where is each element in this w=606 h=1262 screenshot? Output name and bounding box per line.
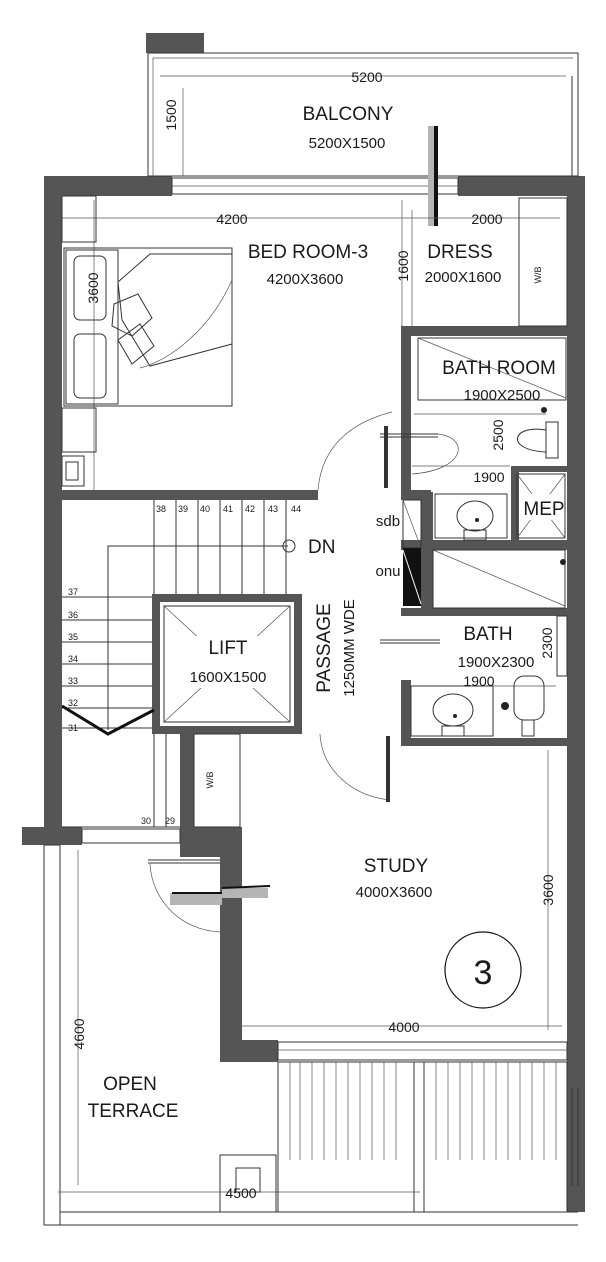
balcony <box>147 52 579 226</box>
bath-size: 1900X2300 <box>458 654 535 671</box>
terrace-name-line1: OPEN <box>103 1074 157 1095</box>
open-terrace <box>43 844 579 1226</box>
step-37: 37 <box>68 587 78 597</box>
study-width-dim: 4000 <box>388 1019 419 1035</box>
bath-height-dim: 2300 <box>539 627 555 658</box>
step-33: 33 <box>68 676 78 686</box>
step-42: 42 <box>245 504 255 514</box>
shafts <box>402 499 422 606</box>
dress-height-dim: 1600 <box>395 250 411 281</box>
step-41: 41 <box>223 504 233 514</box>
step-30: 30 <box>141 816 151 826</box>
terrace-height-dim: 4600 <box>71 1018 87 1049</box>
terrace-name-line2: TERRACE <box>88 1101 179 1122</box>
bathroom-name: BATH ROOM <box>442 358 556 379</box>
onu-label: onu <box>375 563 400 580</box>
step-38: 38 <box>156 504 166 514</box>
dress <box>402 197 568 327</box>
bathroom-height-dim: 2500 <box>490 419 506 450</box>
bedroom-name: BED ROOM-3 <box>248 242 368 263</box>
mep-and-wash <box>434 473 566 541</box>
study <box>242 733 568 1061</box>
step-40: 40 <box>200 504 210 514</box>
passage-name: PASSAGE <box>314 603 335 692</box>
terrace-width-dim: 4500 <box>225 1185 256 1201</box>
step-34: 34 <box>68 654 78 664</box>
wardrobe-label-1: W/B <box>533 267 543 284</box>
study-size: 4000X3600 <box>356 884 433 901</box>
dress-name: DRESS <box>427 242 492 263</box>
floor-number: 3 <box>474 954 493 992</box>
step-31: 31 <box>68 723 78 733</box>
bedroom <box>61 195 403 490</box>
lift-size: 1600X1500 <box>190 669 267 686</box>
step-43: 43 <box>268 504 278 514</box>
bedroom-size: 4200X3600 <box>267 271 344 288</box>
bedroom-height-dim: 3600 <box>85 272 101 303</box>
staircase <box>61 500 296 844</box>
balcony-width-dim: 5200 <box>351 69 382 85</box>
bedroom-width-dim: 4200 <box>216 211 247 227</box>
terrace-door <box>148 859 271 933</box>
sdb-label: sdb <box>376 513 400 530</box>
step-29: 29 <box>165 816 175 826</box>
bathroom-size: 1900X2500 <box>464 387 541 404</box>
balcony-name: BALCONY <box>303 104 394 125</box>
step-35: 35 <box>68 632 78 642</box>
step-32: 32 <box>68 698 78 708</box>
bedroom-door <box>317 411 459 491</box>
study-name: STUDY <box>364 856 429 877</box>
walls <box>22 33 585 1212</box>
passage-size: 1250MM WDE <box>341 599 358 697</box>
balcony-size: 5200X1500 <box>309 135 386 152</box>
bath-name: BATH <box>463 624 512 645</box>
bath-width-dim: 1900 <box>463 673 494 689</box>
dress-size: 2000X1600 <box>425 269 502 286</box>
wardrobe-label-2: W/B <box>205 772 215 789</box>
bath-lower <box>380 549 568 737</box>
lift <box>163 605 291 723</box>
step-39: 39 <box>178 504 188 514</box>
step-36: 36 <box>68 610 78 620</box>
balcony-height-dim: 1500 <box>163 99 179 130</box>
dress-width-dim: 2000 <box>471 211 502 227</box>
bathroom-upper <box>412 337 567 467</box>
study-height-dim: 3600 <box>540 874 556 905</box>
mep-name: MEP <box>523 499 564 520</box>
down-label: DN <box>308 537 335 558</box>
lift-name: LIFT <box>208 638 247 659</box>
bathroom-width-dim: 1900 <box>473 469 504 485</box>
step-44: 44 <box>291 504 301 514</box>
